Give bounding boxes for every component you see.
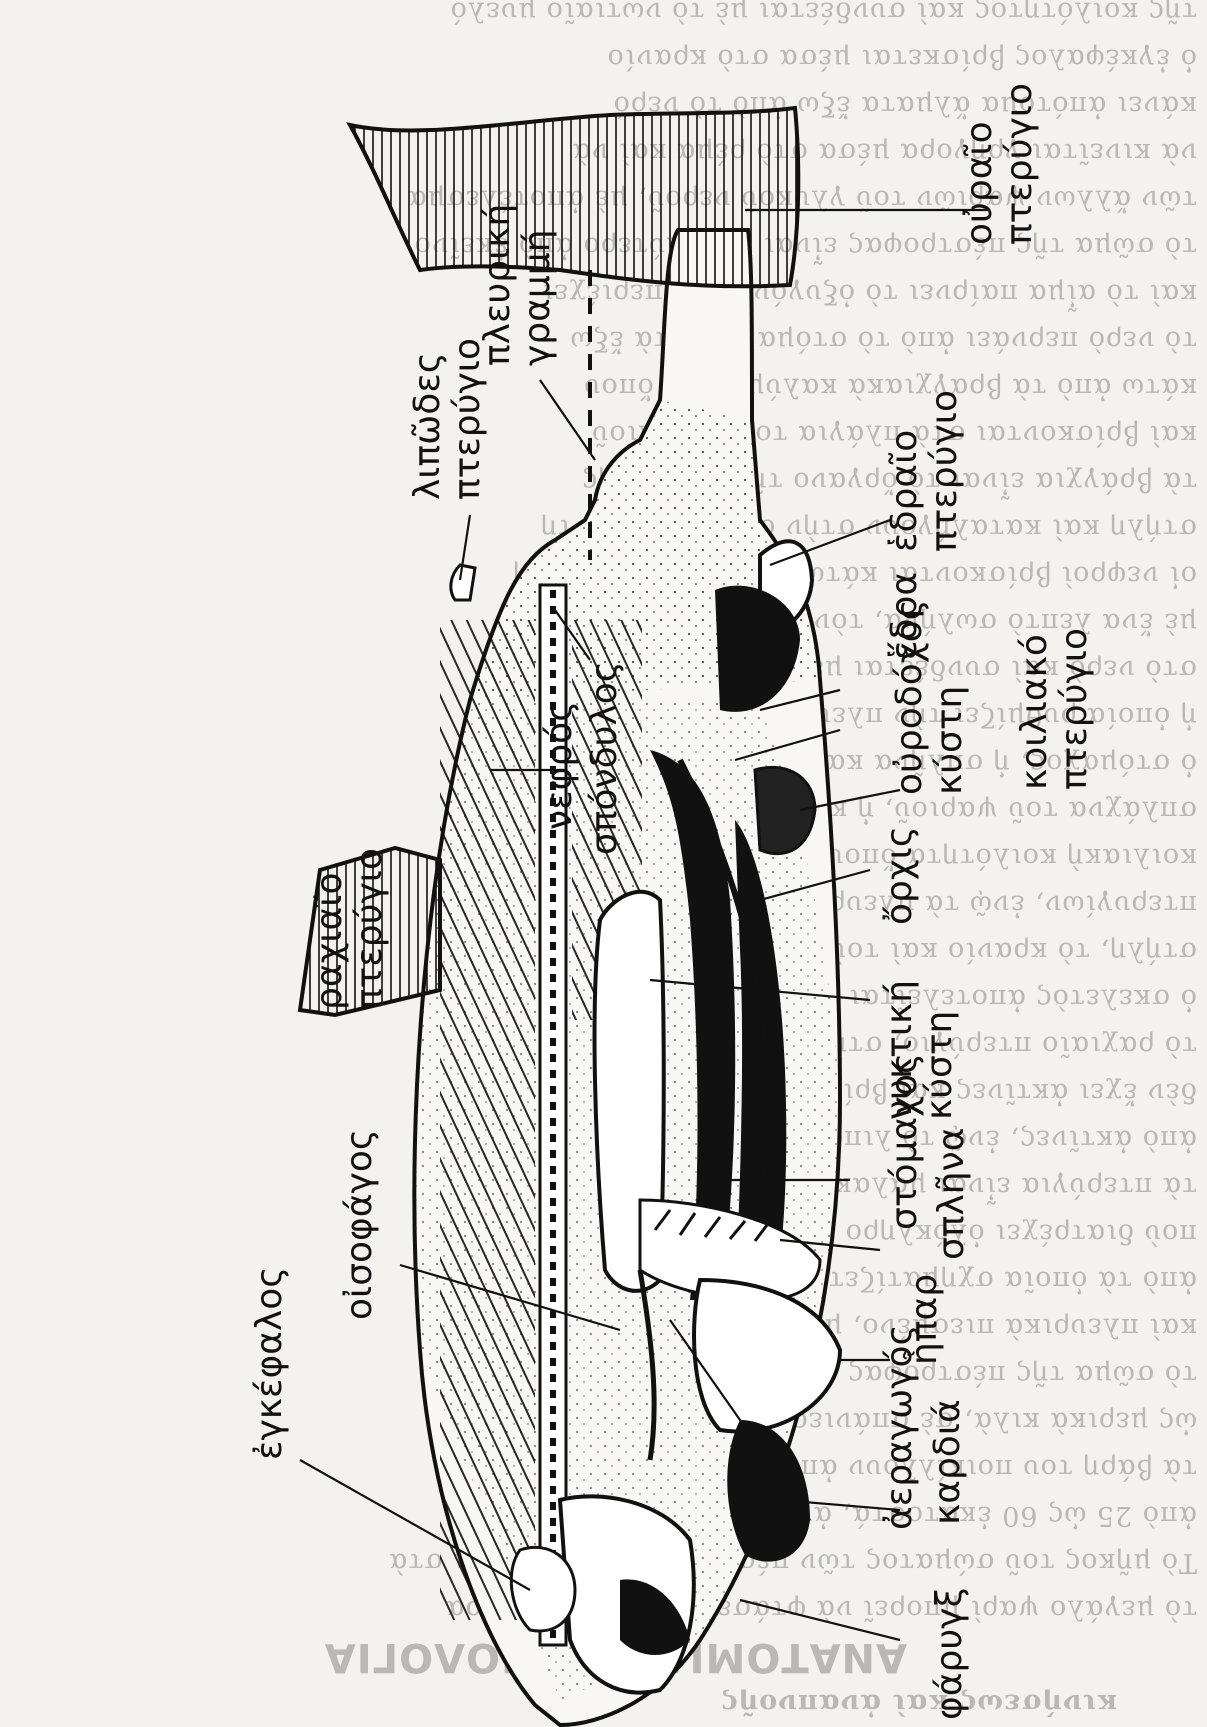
label-air-duct: ἀεραγωγός: [880, 1324, 920, 1530]
label-dorsal-fin-line1: ραχιαῖο: [310, 848, 350, 1010]
leader-farygx: [740, 1600, 900, 1640]
label-lateral-line: πλευρική γραμμή: [478, 204, 558, 366]
label-stomach: στόμαχος: [885, 1053, 925, 1230]
label-caudal-fin-line1: οὐραῖο: [960, 83, 1000, 245]
label-pelvic-fin-line2: πτερύγιο: [1055, 628, 1095, 790]
label-dorsal-fin-line2: πτερύγιο: [350, 848, 390, 1010]
label-brain: ἐγκέφαλος: [250, 1267, 290, 1460]
label-lateral-line-line2: γραμμή: [518, 204, 558, 366]
caudal-fin-shape: [350, 108, 798, 286]
label-pharynx: φάρυγξ: [930, 1587, 970, 1720]
label-esophagus-text: οἰσοφάγος: [340, 1129, 380, 1320]
label-adipose-fin-line1: λιπῶδες: [408, 338, 448, 500]
label-testis-text: ὄρχις: [880, 826, 920, 925]
label-anal-fin-line2: πτερύγιο: [925, 390, 965, 552]
label-pelvic-fin-line1: κοιλιακό: [1015, 628, 1055, 790]
label-testis: ὄρχις: [880, 826, 920, 925]
brain-shape: [511, 1547, 575, 1631]
label-vertebra: σπόνδυλος: [585, 661, 625, 855]
label-anal-fin-line1: ἑδραῖο: [885, 390, 925, 552]
label-vertebra-text: σπόνδυλος: [585, 661, 625, 855]
label-spleen: σπλῆνα: [932, 1128, 972, 1260]
label-anus: ἕδρα: [885, 572, 925, 660]
label-brain-text: ἐγκέφαλος: [250, 1267, 290, 1460]
label-pelvic-fin: κοιλιακό πτερύγιο: [1015, 628, 1095, 790]
label-heart: καρδιά: [928, 1399, 968, 1525]
leader-pleuriki: [540, 380, 595, 460]
label-pharynx-text: φάρυγξ: [930, 1587, 970, 1720]
label-adipose-fin-line2: πτερύγιο: [448, 338, 488, 500]
label-caudal-fin: οὐραῖο πτερύγιο: [960, 83, 1040, 245]
label-adipose-fin: λιπῶδες πτερύγιο: [408, 338, 488, 500]
label-stomach-text: στόμαχος: [885, 1053, 925, 1230]
adipose-fin-shape: [451, 565, 475, 600]
label-heart-text: καρδιά: [928, 1399, 968, 1525]
label-swim-bladder-line2: κύστη: [920, 980, 960, 1120]
label-dorsal-fin: ραχιαῖο πτερύγιο: [310, 848, 390, 1010]
label-anal-fin: ἑδραῖο πτερύγιο: [885, 390, 965, 552]
label-kidney-text: νεφρός: [540, 701, 580, 830]
label-esophagus: οἰσοφάγος: [340, 1129, 380, 1320]
heart-shape: [727, 1420, 810, 1562]
label-kidney: νεφρός: [540, 701, 580, 830]
label-caudal-fin-line2: πτερύγιο: [1000, 83, 1040, 245]
label-spleen-text: σπλῆνα: [932, 1128, 972, 1260]
label-anus-text: ἕδρα: [885, 572, 925, 660]
label-air-duct-text: ἀεραγωγός: [880, 1324, 920, 1530]
label-urinary-bladder-line2: κύστη: [930, 599, 970, 795]
